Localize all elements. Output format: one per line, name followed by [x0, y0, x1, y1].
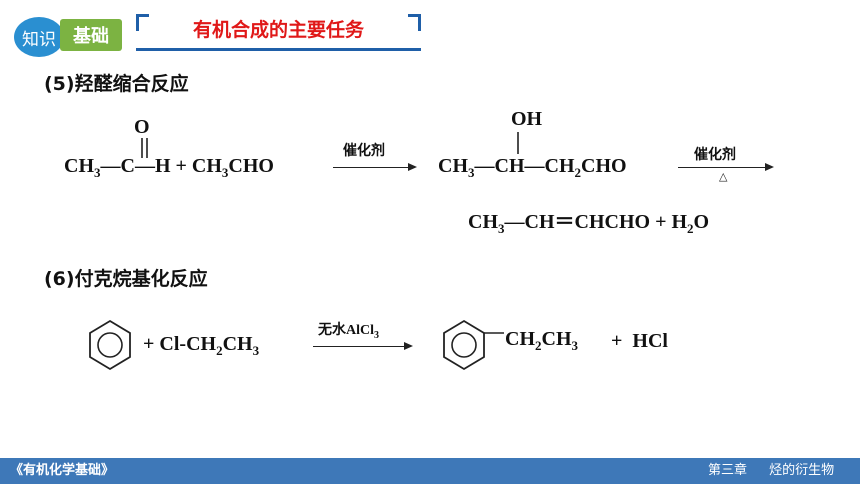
- footer-bar: 《有机化学基础》 第三章 烃的衍生物: [0, 458, 860, 484]
- reaction-arrow-3: [313, 341, 413, 350]
- badge-basics: 基础: [60, 19, 122, 51]
- product-substituent: CH2CH3: [505, 328, 578, 353]
- product-hcl: + HCl: [611, 330, 668, 352]
- intermediate-formula: CH3—CH—CH2CHO: [438, 155, 627, 180]
- reactant1-formula: CH3—C—H + CH3CHO: [64, 155, 274, 180]
- catalyst-label-2: 催化剂: [694, 147, 736, 163]
- footer-chapter: 第三章 烃的衍生物: [708, 463, 835, 478]
- title-frame: 有机合成的主要任务: [136, 14, 421, 51]
- double-bond-vertical: [141, 138, 148, 158]
- benzene-ring-icon: [443, 319, 504, 371]
- badge-knowledge: 知识: [14, 17, 64, 57]
- single-bond-vertical: [517, 132, 519, 154]
- catalyst-label-1: 催化剂: [343, 143, 385, 159]
- footer-book-title: 《有机化学基础》: [10, 463, 115, 478]
- product-formula: CH3—CH＝CHCHO + H2O: [468, 211, 710, 236]
- reaction-arrow-2: [678, 162, 774, 171]
- heat-symbol: △: [719, 170, 728, 183]
- page-title: 有机合成的主要任务: [192, 19, 364, 41]
- reactant1-oxygen: O: [134, 116, 150, 138]
- intermediate-oh: OH: [511, 108, 543, 130]
- reaction-arrow-1: [333, 162, 417, 171]
- reagent-formula: + Cl-CH2CH3: [143, 333, 260, 358]
- section-6-heading: (6)付克烷基化反应: [44, 268, 208, 290]
- catalyst-label-3: 无水AlCl3: [318, 322, 379, 341]
- benzene-ring-icon: [89, 319, 131, 371]
- section-5-heading: (5)羟醛缩合反应: [44, 73, 189, 95]
